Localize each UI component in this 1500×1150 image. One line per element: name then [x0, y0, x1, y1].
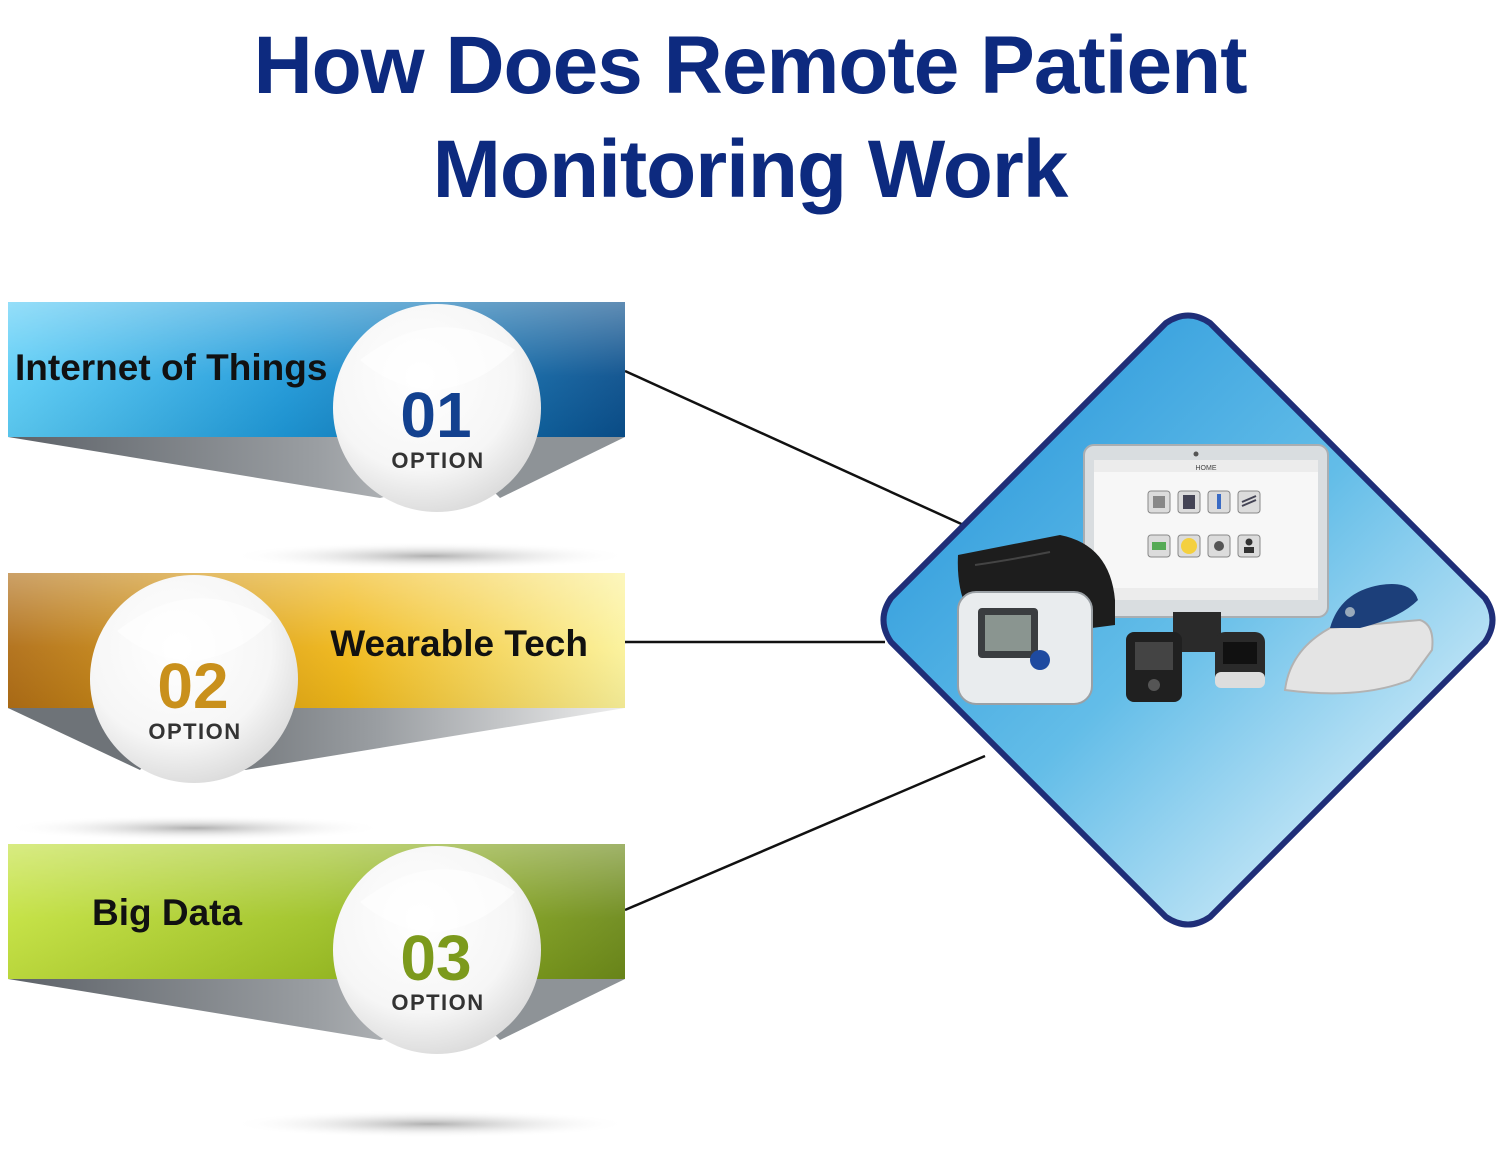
- option-card-3: Big Data 03 OPTION: [8, 844, 630, 1138]
- title-line-1: How Does Remote Patient: [253, 20, 1247, 111]
- badge-highlight-2: [117, 598, 272, 661]
- badge-highlight-3: [360, 869, 515, 932]
- connector-line-1: [624, 369, 969, 529]
- device-diamond: HOME: [880, 312, 1496, 928]
- connector-line-3: [624, 754, 986, 912]
- title-line-2: Monitoring Work: [432, 124, 1069, 215]
- pain-face-icon: [1177, 534, 1201, 558]
- tablet-header: HOME: [1196, 465, 1217, 472]
- option-label-1: Internet of Things: [15, 347, 327, 388]
- glucose-meter: [1126, 632, 1182, 702]
- page-title: How Does Remote Patient Monitoring Work: [0, 14, 1500, 222]
- option-label-3: Big Data: [92, 892, 243, 933]
- device-photo: HOME: [957, 444, 1434, 705]
- option-number-2: 02: [157, 650, 228, 722]
- blood-pressure-monitor: [957, 591, 1093, 705]
- option-card-1: Internet of Things 01 OPTION: [8, 302, 630, 570]
- option-caption-2: OPTION: [148, 719, 241, 744]
- thermometer-icon: [1207, 490, 1231, 514]
- ear-thermometer: [1283, 584, 1434, 695]
- option-label-2: Wearable Tech: [330, 623, 588, 664]
- glucose-icon: [1147, 534, 1171, 558]
- blood-pressure-icon: [1177, 490, 1201, 514]
- spo2-icon: [1237, 490, 1261, 514]
- option-caption-3: OPTION: [391, 990, 484, 1015]
- option-number-1: 01: [400, 379, 471, 451]
- option-number-3: 03: [400, 922, 471, 994]
- floor-shadow-2: [5, 815, 385, 841]
- pulse-oximeter: [1215, 632, 1265, 688]
- option-card-2: Wearable Tech 02 OPTION: [5, 573, 625, 841]
- camera-icon: [1207, 534, 1231, 558]
- scale-icon: [1147, 490, 1171, 514]
- floor-shadow-3: [230, 1110, 630, 1138]
- badge-highlight-1: [360, 327, 515, 390]
- virtual-care-icon: [1237, 534, 1261, 558]
- tablet: HOME: [1083, 444, 1329, 652]
- option-caption-1: OPTION: [391, 448, 484, 473]
- floor-shadow-1: [230, 542, 630, 570]
